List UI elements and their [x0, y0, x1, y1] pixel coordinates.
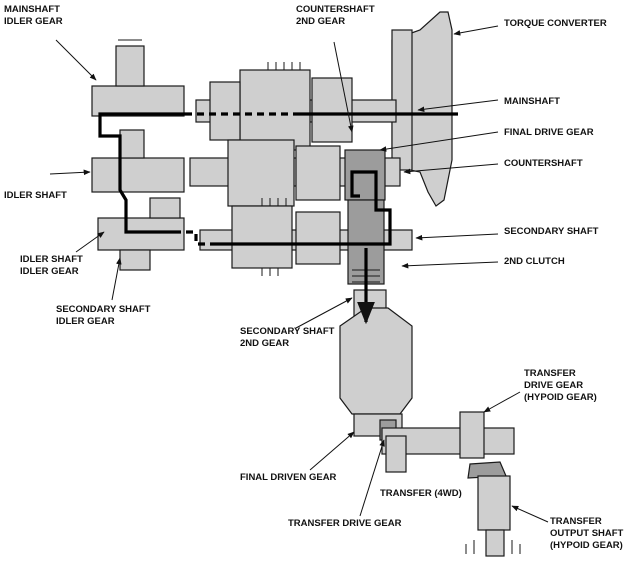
label-final-drive-gear: FINAL DRIVE GEAR: [504, 127, 594, 138]
label-secondary-shaft: SECONDARY SHAFT: [504, 226, 599, 237]
label-2nd-clutch: 2ND CLUTCH: [504, 256, 565, 267]
label-transfer-output-shaft-3: (HYPOID GEAR): [550, 540, 623, 551]
label-secondary-shaft-2nd-gear-1: SECONDARY SHAFT: [240, 326, 335, 337]
label-countershaft-2nd-gear-2: 2ND GEAR: [296, 16, 345, 27]
label-transfer-drive-gear: TRANSFER DRIVE GEAR: [288, 518, 402, 529]
label-secondary-shaft-idler-gear-2: IDLER GEAR: [56, 316, 115, 327]
label-mainshaft-idler-gear-2: IDLER GEAR: [4, 16, 63, 27]
label-mainshaft: MAINSHAFT: [504, 96, 560, 107]
label-transfer-drive-gear-hypoid-1: TRANSFER: [524, 368, 576, 379]
label-transfer-drive-gear-hypoid-3: (HYPOID GEAR): [524, 392, 597, 403]
label-idler-shaft: IDLER SHAFT: [4, 190, 67, 201]
idler-gear-section: [91, 39, 185, 271]
label-idler-shaft-idler-gear-2: IDLER GEAR: [20, 266, 79, 277]
label-countershaft: COUNTERSHAFT: [504, 158, 583, 169]
label-transfer-4wd: TRANSFER (4WD): [380, 488, 462, 499]
label-final-driven-gear: FINAL DRIVEN GEAR: [240, 472, 337, 483]
gear-case-assembly: [189, 62, 413, 285]
label-idler-shaft-idler-gear-1: IDLER SHAFT: [20, 254, 83, 265]
label-transfer-drive-gear-hypoid-2: DRIVE GEAR: [524, 380, 583, 391]
label-transfer-output-shaft-1: TRANSFER: [550, 516, 602, 527]
label-secondary-shaft-idler-gear-1: SECONDARY SHAFT: [56, 304, 151, 315]
leader-lines: [49, 25, 549, 523]
differential-transfer-section: [339, 289, 521, 557]
label-transfer-output-shaft-2: OUTPUT SHAFT: [550, 528, 624, 539]
label-mainshaft-idler-gear-1: MAINSHAFT: [4, 4, 60, 15]
label-countershaft-2nd-gear-1: COUNTERSHAFT: [296, 4, 375, 15]
labels: MAINSHAFT IDLER GEAR COUNTERSHAFT 2ND GE…: [4, 4, 624, 551]
power-flow-path: [98, 112, 458, 325]
label-secondary-shaft-2nd-gear-2: 2ND GEAR: [240, 338, 289, 349]
label-torque-converter: TORQUE CONVERTER: [504, 18, 607, 29]
